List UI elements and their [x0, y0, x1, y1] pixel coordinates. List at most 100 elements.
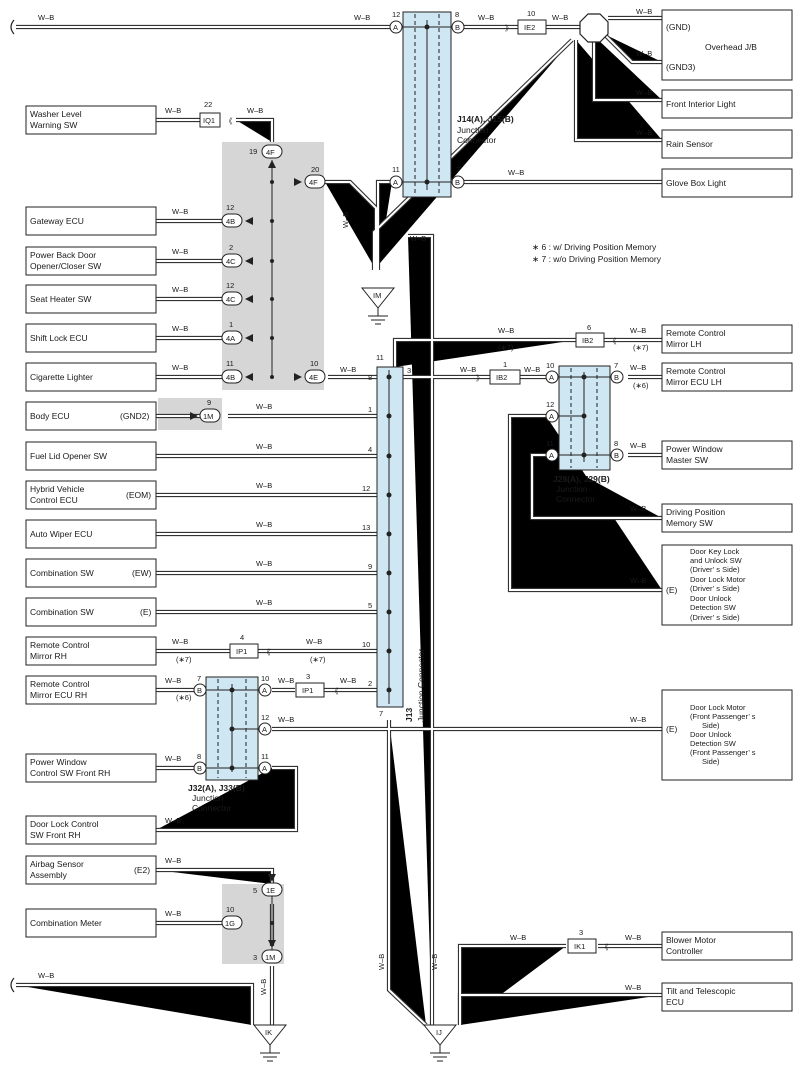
component-shift-lock: Shift Lock ECU — [25, 323, 157, 353]
j14-sub: Junction — [457, 125, 489, 135]
diagram-label: Controller — [666, 946, 703, 956]
diagram-label: 11 — [226, 359, 234, 368]
pill-4c-seat: 4C — [221, 291, 243, 306]
arrow-left-icon — [245, 295, 253, 303]
diagram-label: W–B — [354, 13, 370, 22]
diagram-label: 12 — [226, 281, 234, 290]
diagram-label: IB2 — [496, 373, 507, 382]
wire-color-labels: W–B W–B W–B W–B W–B W–B W–B W–B W–B W–B … — [38, 7, 652, 995]
diagram-label: W–B — [552, 13, 568, 22]
diagram-label: (GND3) — [666, 62, 695, 72]
diagram-label: (Driver’ s Side) — [690, 613, 740, 622]
diagram-label: B — [197, 764, 202, 773]
diagram-label: 3 — [306, 672, 310, 681]
diagram-label: W–B — [508, 168, 524, 177]
arrow-left-icon — [245, 257, 253, 265]
arrow-right-icon — [294, 373, 302, 381]
diagram-label: 1G — [225, 919, 235, 928]
component-door-lock-front-passenger: (E) Door Lock Motor (Front Passenger’ s … — [661, 689, 793, 781]
component-fuel-lid: Fuel Lid Opener SW — [25, 441, 157, 471]
diagram-label: A — [262, 686, 267, 695]
diagram-label: W–B — [625, 983, 641, 992]
diagram-label: 4C — [226, 295, 236, 304]
diagram-label: W–B — [278, 676, 294, 685]
arrow-left-icon — [245, 373, 253, 381]
diagram-label: Tilt and Telescopic — [666, 986, 736, 996]
j28-sub: Junction — [556, 484, 588, 494]
j32-sub2: Connector — [192, 803, 231, 813]
diagram-label: W–B — [38, 971, 54, 980]
diagram-label: 4 — [240, 633, 244, 642]
diagram-label: IK1 — [574, 942, 585, 951]
diagram-label: 1M — [265, 953, 275, 962]
diagram-label: A — [393, 23, 398, 32]
diagram-label: (Driver’ s Side) — [690, 565, 740, 574]
connector-ib2-lower: IB2 》 — [476, 369, 521, 385]
diagram-label: 10 — [261, 674, 269, 683]
diagram-label: W–B — [165, 909, 181, 918]
diagram-label: (E2) — [134, 865, 150, 875]
diagram-label: Combination SW — [30, 568, 94, 578]
diagram-label: W–B — [630, 326, 646, 335]
junction-connector-j32 — [205, 676, 259, 781]
pill-1m-body: 1M — [199, 408, 221, 423]
arrow-left-icon — [245, 334, 253, 342]
pill-4e: 4E — [304, 369, 326, 384]
diagram-label: Door Unlock — [690, 594, 732, 603]
pin-j14-a-bottom: A — [389, 175, 403, 189]
option-marks: (∗7) (∗7) (∗6) (∗7) (∗7) (∗6) — [176, 343, 649, 702]
diagram-label: Assembly — [30, 870, 68, 880]
diagram-label: 》 — [476, 374, 484, 383]
diagram-label: A — [549, 373, 554, 382]
diagram-label: Door Lock Control — [30, 819, 99, 829]
diagram-label: 4C — [226, 257, 236, 266]
arrow-up-icon — [268, 160, 276, 168]
diagram-label: 7 — [197, 674, 201, 683]
ground-ij-icon: IJ — [422, 1024, 458, 1062]
diagram-label: Warning SW — [30, 120, 77, 130]
diagram-label: (EOM) — [126, 490, 151, 500]
component-combination-meter: Combination Meter — [25, 908, 157, 938]
diagram-label: W–B — [636, 128, 652, 137]
diagram-label: Gateway ECU — [30, 216, 84, 226]
component-rain-sensor: Rain Sensor — [661, 129, 793, 159]
pill-1g: 1G — [221, 915, 243, 930]
diagram-label: Master SW — [666, 455, 708, 465]
pin-j14-a-top: A — [389, 20, 403, 34]
pill-4a-shift: 4A — [221, 330, 243, 345]
diagram-label: W–B — [165, 754, 181, 763]
diagram-label: 4E — [309, 373, 318, 382]
component-combination-sw-e: Combination SW (E) — [25, 597, 157, 627]
arrow-right-icon — [294, 178, 302, 186]
diagram-label: Door Lock Motor — [690, 575, 746, 584]
diagram-label: W–B — [165, 856, 181, 865]
diagram-label: W–B — [259, 979, 268, 995]
diagram-label: (E) — [666, 724, 678, 734]
diagram-label: W–B — [172, 637, 188, 646]
diagram-label: Power Window — [666, 444, 724, 454]
diagram-label: Cigarette Lighter — [30, 372, 93, 382]
diagram-label: 4F — [309, 178, 318, 187]
diagram-label: Overhead J/B — [705, 42, 757, 52]
component-blower-motor: Blower Motor Controller — [661, 931, 793, 961]
diagram-label: 20 — [311, 165, 319, 174]
diagram-label: 10 — [546, 361, 554, 370]
diagram-label: IE2 — [524, 23, 535, 32]
pin-j28-a-10: A — [545, 370, 559, 384]
diagram-label: W–B — [172, 247, 188, 256]
diagram-label: Blower Motor — [666, 935, 716, 945]
diagram-label: W–B — [630, 441, 646, 450]
diagram-label: Glove Box Light — [666, 178, 727, 188]
arrow-down-icon — [268, 940, 276, 948]
diagram-label: W–B — [630, 504, 646, 513]
diagram-label: Side) — [702, 721, 720, 730]
diagram-label: A — [262, 725, 267, 734]
diagram-label: B — [197, 686, 202, 695]
diagram-label: W–B — [630, 576, 646, 585]
component-power-window-master: Power Window Master SW — [661, 440, 793, 470]
diagram-label: Body ECU — [30, 411, 70, 421]
j13-label: J13 — [404, 708, 414, 722]
arrow-left-icon — [245, 217, 253, 225]
diagram-label: Detection SW — [690, 739, 737, 748]
diagram-label: 4A — [226, 334, 235, 343]
